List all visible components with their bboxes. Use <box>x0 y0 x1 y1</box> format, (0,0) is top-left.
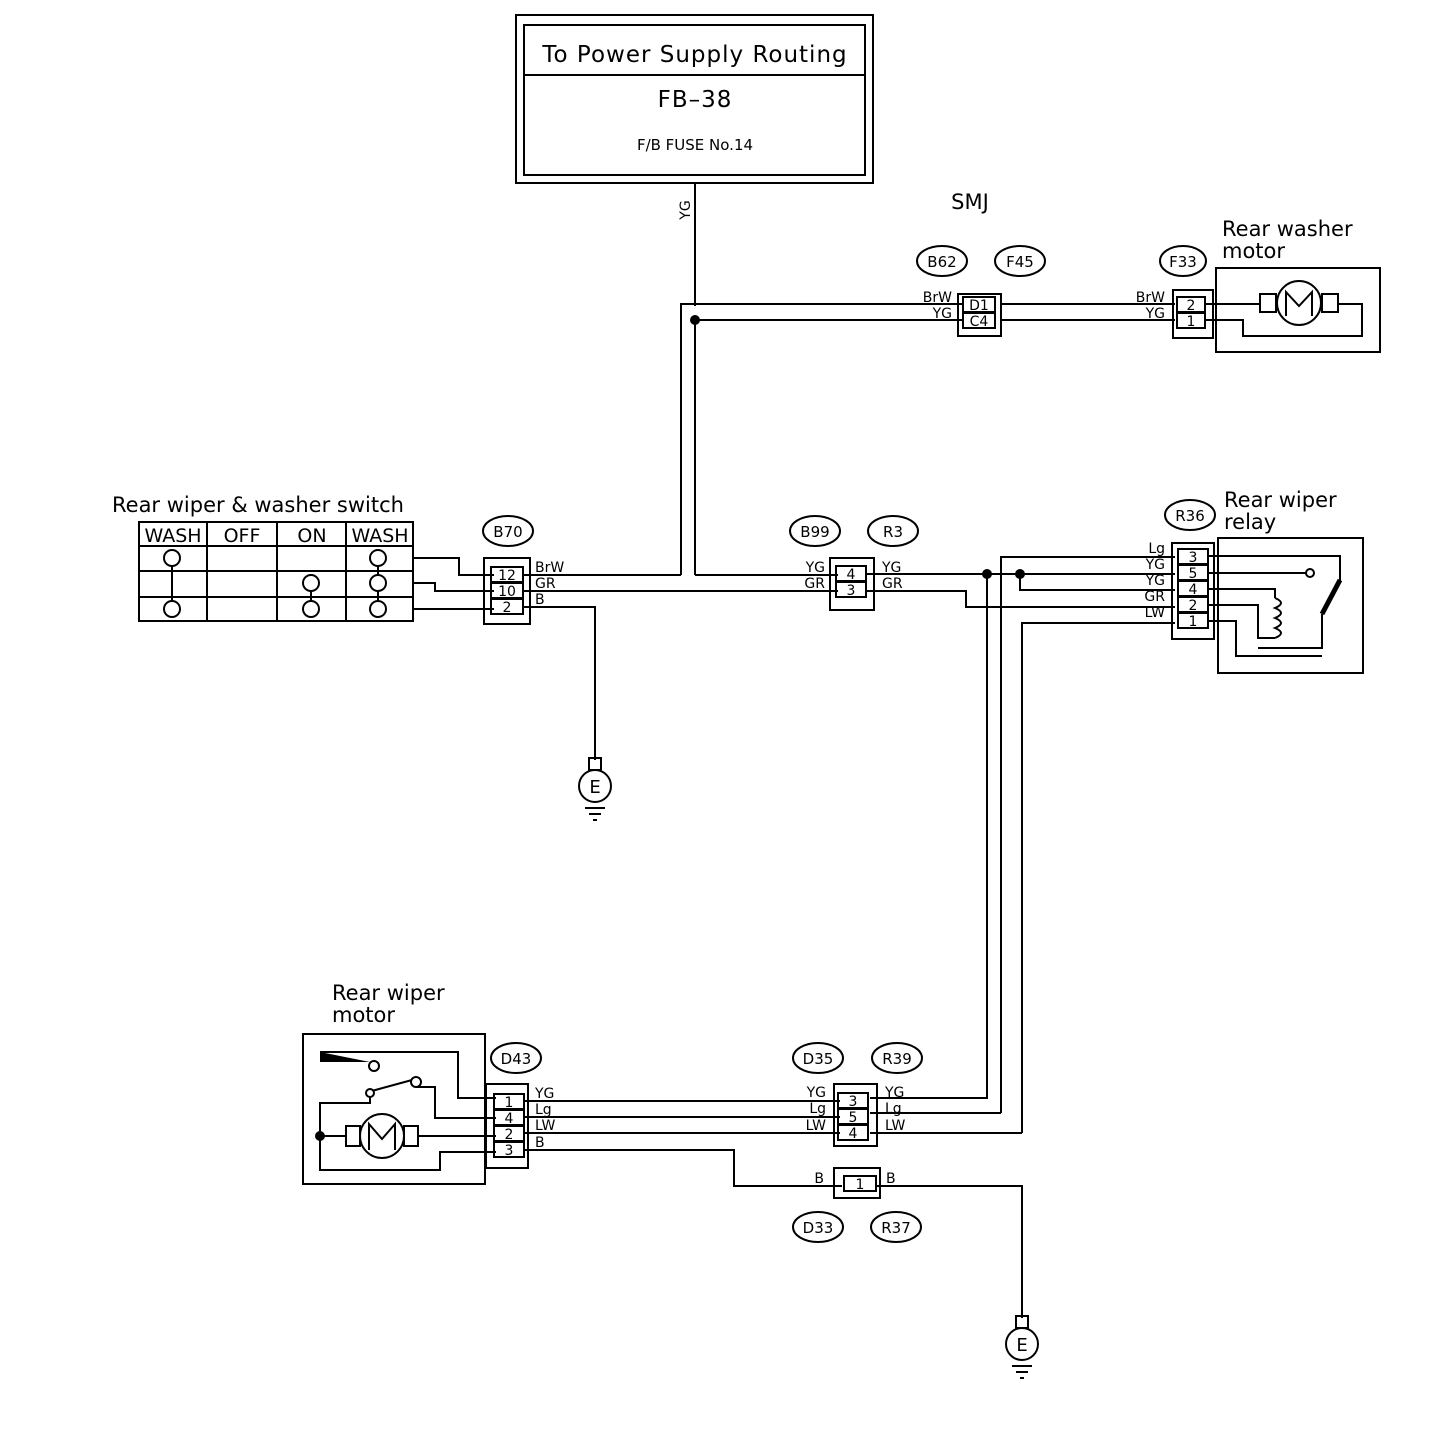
svg-text:5: 5 <box>1189 566 1198 582</box>
svg-text:1: 1 <box>1189 614 1198 630</box>
svg-text:GR: GR <box>804 576 825 592</box>
fuse-number: F/B FUSE No.14 <box>637 136 753 154</box>
svg-text:1: 1 <box>856 1177 865 1193</box>
switch-title: Rear wiper & washer switch <box>112 493 404 517</box>
rear-wiper-relay: Rear wiper relay R36 3 5 4 2 1 Lg YG YG … <box>1144 488 1364 674</box>
svg-text:Lg: Lg <box>885 1101 902 1117</box>
svg-text:Lg: Lg <box>809 1101 826 1117</box>
connector-b99-r3: B99 R3 4 3 YG GR YG GR <box>789 515 919 611</box>
svg-text:YG: YG <box>1145 557 1165 573</box>
svg-text:3: 3 <box>849 1094 858 1110</box>
svg-text:Lg: Lg <box>535 1102 552 1118</box>
connector-d43: D43 1 4 2 3 YG Lg LW B <box>485 1042 556 1169</box>
svg-text:LW: LW <box>885 1118 906 1134</box>
ground-icon: E <box>578 757 612 821</box>
svg-text:E: E <box>1016 1335 1027 1356</box>
svg-text:4: 4 <box>1189 582 1198 598</box>
relay-coil-icon <box>1272 597 1282 639</box>
connector-b62-id: B62 <box>927 253 956 271</box>
svg-text:4: 4 <box>849 1126 858 1142</box>
svg-text:3: 3 <box>1189 550 1198 566</box>
svg-text:D35: D35 <box>803 1050 834 1068</box>
svg-text:B: B <box>814 1171 824 1187</box>
smj-wire-yg: YG <box>932 306 952 322</box>
svg-text:YG: YG <box>881 560 901 576</box>
connector-d35-r39: D35 R39 3 5 4 YG Lg LW YG Lg LW <box>792 1042 923 1147</box>
svg-text:12: 12 <box>498 568 516 584</box>
power-supply-title: To Power Supply Routing <box>541 42 847 68</box>
svg-text:B: B <box>535 592 545 608</box>
svg-text:YG: YG <box>534 1086 554 1102</box>
power-supply-box: To Power Supply Routing FB–38 F/B FUSE N… <box>515 14 874 184</box>
relay-label-1: Rear wiper <box>1224 488 1337 512</box>
washer-motor-label-1: Rear washer <box>1222 217 1353 241</box>
svg-text:LW: LW <box>806 1118 827 1134</box>
switch-pos-wash-1: WASH <box>144 525 201 547</box>
svg-text:GR: GR <box>1144 589 1165 605</box>
relay-label-2: relay <box>1224 510 1276 534</box>
smj-pin-d1: D1 <box>969 298 989 314</box>
svg-text:2: 2 <box>1187 298 1196 314</box>
svg-text:4: 4 <box>847 567 856 583</box>
svg-text:YG: YG <box>1145 306 1165 322</box>
smj-label: SMJ <box>951 190 989 214</box>
motor-icon <box>359 1113 405 1159</box>
svg-text:R36: R36 <box>1175 507 1205 525</box>
ground-icon: E <box>1005 1315 1039 1379</box>
svg-text:YG: YG <box>884 1085 904 1101</box>
svg-text:YG: YG <box>805 560 825 576</box>
svg-text:3: 3 <box>505 1143 514 1159</box>
svg-text:YG: YG <box>1145 573 1165 589</box>
svg-text:BrW: BrW <box>1136 290 1165 306</box>
motor-icon <box>1276 280 1322 326</box>
svg-text:10: 10 <box>498 584 516 600</box>
connector-f33-id: F33 <box>1169 253 1197 271</box>
smj-wire-brw: BrW <box>923 290 952 306</box>
svg-text:R3: R3 <box>883 523 903 541</box>
svg-text:3: 3 <box>847 583 856 599</box>
rear-wiper-motor: Rear wiper motor <box>302 981 496 1185</box>
svg-text:5: 5 <box>849 1110 858 1126</box>
connector-d33-r37: 1 B B D33 R37 <box>792 1167 922 1243</box>
svg-text:4: 4 <box>505 1111 514 1127</box>
svg-text:GR: GR <box>882 576 903 592</box>
svg-text:Lg: Lg <box>1148 541 1165 557</box>
smj-connector: B62 F45 D1 C4 BrW YG <box>916 245 1046 337</box>
svg-text:2: 2 <box>503 600 512 616</box>
svg-text:BrW: BrW <box>535 560 564 576</box>
svg-text:2: 2 <box>1189 598 1198 614</box>
fuse-box-code: FB–38 <box>658 87 733 113</box>
switch-pos-wash-2: WASH <box>351 525 408 547</box>
washer-motor-label-2: motor <box>1222 239 1285 263</box>
svg-text:1: 1 <box>505 1095 514 1111</box>
svg-text:1: 1 <box>1187 314 1196 330</box>
svg-text:D43: D43 <box>501 1050 532 1068</box>
svg-text:D33: D33 <box>803 1219 834 1237</box>
svg-text:B: B <box>886 1171 896 1187</box>
feed-wire-label: YG <box>678 200 694 220</box>
svg-text:2: 2 <box>505 1127 514 1143</box>
wiper-motor-label-2: motor <box>332 1003 395 1027</box>
svg-text:LW: LW <box>1145 605 1166 621</box>
connector-f45-id: F45 <box>1006 253 1034 271</box>
wiper-motor-label-1: Rear wiper <box>332 981 445 1005</box>
svg-text:B70: B70 <box>493 523 522 541</box>
svg-text:B: B <box>535 1135 545 1151</box>
svg-text:LW: LW <box>535 1118 556 1134</box>
smj-pin-c4: C4 <box>970 314 989 330</box>
switch-pos-off: OFF <box>224 525 261 547</box>
svg-text:B99: B99 <box>800 523 829 541</box>
splice-dot <box>690 315 700 325</box>
rear-washer-motor: Rear washer motor F33 2 1 BrW YG <box>1136 217 1381 353</box>
svg-text:GR: GR <box>535 576 556 592</box>
svg-text:E: E <box>589 777 600 798</box>
svg-text:R37: R37 <box>881 1219 911 1237</box>
rear-wiper-washer-switch: Rear wiper & washer switch WASH OFF ON W… <box>112 493 414 622</box>
switch-pos-on: ON <box>297 525 326 547</box>
svg-text:YG: YG <box>806 1085 826 1101</box>
svg-text:R39: R39 <box>882 1050 912 1068</box>
